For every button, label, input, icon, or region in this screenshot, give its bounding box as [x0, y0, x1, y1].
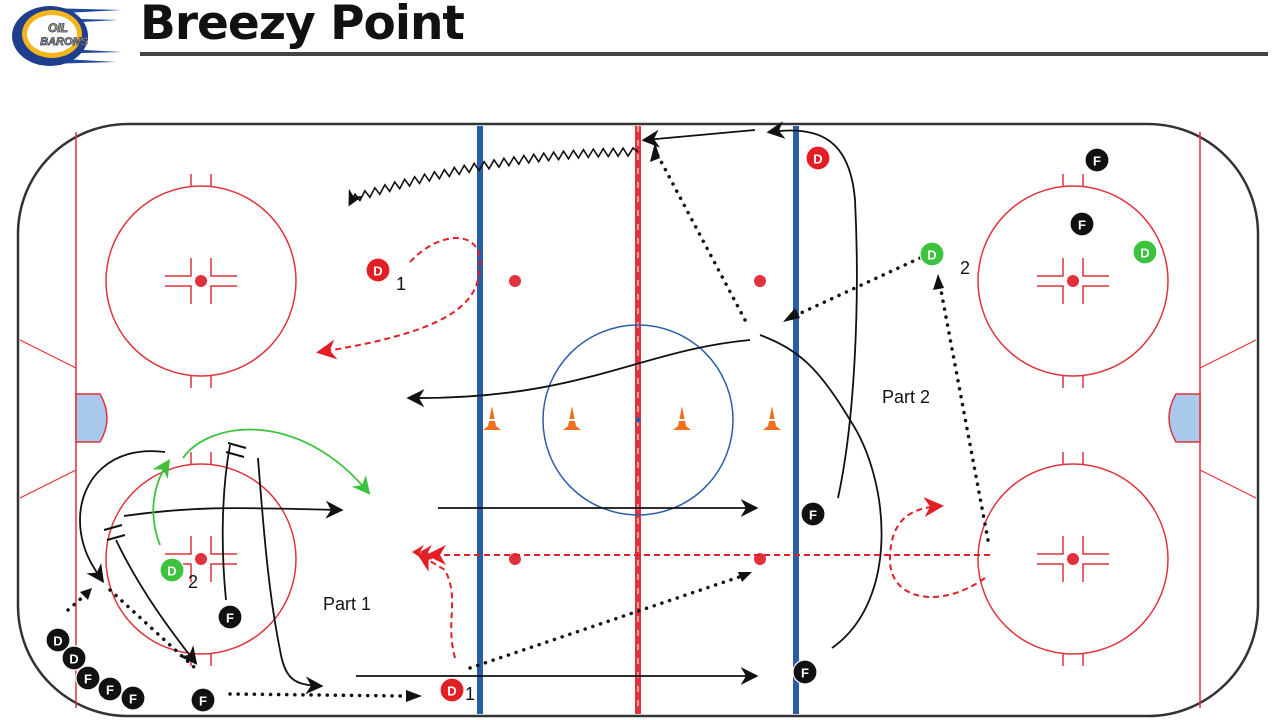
goal-crease-left: [75, 393, 108, 443]
player-marker: D: [805, 145, 831, 171]
player-marker: F: [97, 676, 123, 702]
player-label: D: [927, 248, 936, 263]
player-label: D: [167, 564, 176, 579]
player-label: D: [1140, 246, 1149, 261]
red-dashed-paths: [316, 237, 990, 659]
player-marker: D: [61, 645, 87, 671]
cone-icon: [563, 406, 581, 430]
stop-marks: [103, 442, 247, 541]
page-title: Breezy Point: [140, 0, 465, 51]
center-circle: [542, 324, 734, 516]
player-marker: F: [1069, 211, 1095, 237]
player-label: D: [447, 684, 456, 699]
title-divider: [140, 52, 1268, 56]
player-marker: F: [217, 604, 243, 630]
number-label: 1: [396, 274, 406, 294]
skating-paths: [79, 121, 883, 695]
player-label: F: [1078, 218, 1086, 233]
player-label: F: [1093, 154, 1101, 169]
faceoff-dot: [1067, 553, 1079, 565]
faceoff-dot: [195, 553, 207, 565]
player-marker: F: [1084, 147, 1110, 173]
pass-arrowheads: [80, 142, 944, 702]
player-label: D: [813, 152, 822, 167]
faceoff-circle: [977, 463, 1169, 655]
green-paths: [152, 428, 371, 546]
player-marker: F: [792, 659, 818, 685]
faceoff-circle: [977, 185, 1169, 377]
oil-barons-logo: OIL BARONS: [12, 6, 122, 66]
player-label: D: [373, 264, 382, 279]
goal-crease-right: [1168, 393, 1201, 443]
faceoff-dot: [195, 275, 207, 287]
faceoff-circle: [105, 463, 297, 655]
player-label: F: [801, 666, 809, 681]
player-marker: F: [190, 687, 216, 713]
player-marker: D: [159, 557, 185, 583]
player-label: D: [53, 634, 62, 649]
cone-icon: [763, 406, 781, 430]
player-marker: D: [365, 257, 391, 283]
cone-icon: [483, 406, 501, 430]
player-marker: F: [120, 685, 146, 711]
player-marker: D: [439, 677, 465, 703]
faceoff-dot: [1067, 275, 1079, 287]
number-label: 2: [960, 258, 970, 278]
cone-icon: [673, 406, 691, 430]
svg-text:OIL: OIL: [48, 21, 68, 35]
player-marker: D: [1132, 239, 1158, 265]
neutral-zone-dots: [509, 275, 766, 565]
player-label: D: [69, 652, 78, 667]
player-label: F: [84, 672, 92, 687]
number-label: 1: [465, 684, 475, 704]
player-label: F: [226, 611, 234, 626]
player-label: F: [129, 692, 137, 707]
red-chevron-markers: [412, 545, 432, 560]
faceoff-circle: [105, 185, 297, 377]
wavy-path: [348, 146, 639, 207]
player-marker: F: [800, 501, 826, 527]
player-marker: D: [45, 627, 71, 653]
player-label: F: [199, 694, 207, 709]
part-1-label: Part 1: [323, 594, 371, 614]
part-2-label: Part 2: [882, 387, 930, 407]
number-label: 2: [188, 572, 198, 592]
svg-text:BARONS: BARONS: [40, 36, 88, 48]
player-marker: D: [919, 241, 945, 267]
player-label: F: [809, 508, 817, 523]
pass-paths: [66, 148, 990, 698]
player-label: F: [106, 683, 114, 698]
trapezoid-lines: [19, 339, 1257, 499]
player-marker: F: [75, 665, 101, 691]
